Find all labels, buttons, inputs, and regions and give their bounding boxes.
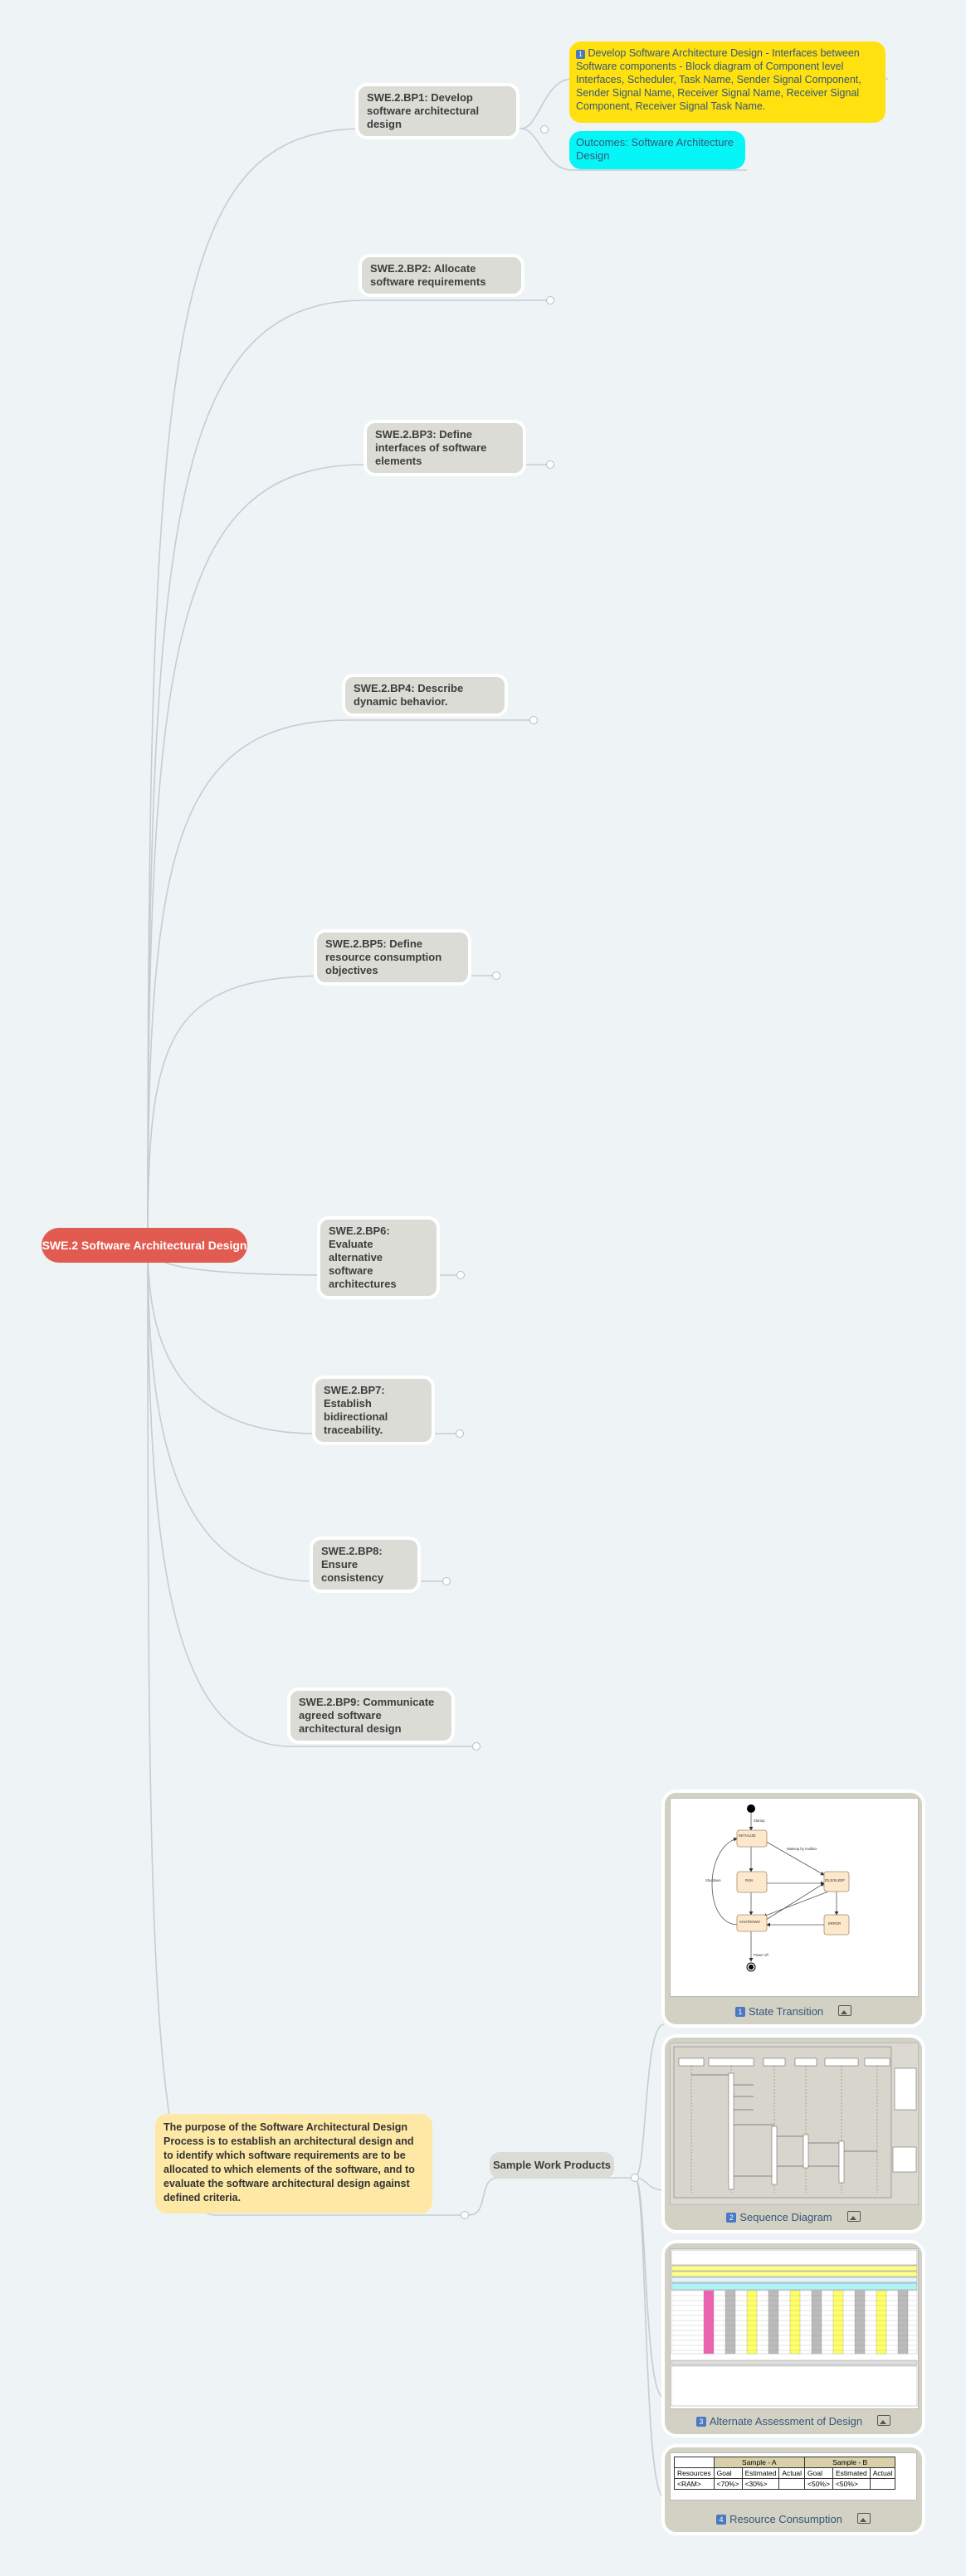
label-wakeup: Wakeup by mailbox (787, 1847, 817, 1851)
practice-bp3[interactable]: SWE.2.BP3: Define interfaces of software… (363, 420, 526, 476)
header-cell: Actual (869, 2467, 896, 2479)
state-idle-sleep: IDLE/SLEEP (825, 1878, 845, 1882)
number-2-icon: 2 (726, 2213, 737, 2223)
header-cell: Goal (713, 2467, 743, 2479)
header-cell: Estimated (741, 2467, 780, 2479)
expand-toggle-bp9[interactable] (472, 1742, 481, 1751)
expand-toggle-bp7[interactable] (456, 1429, 464, 1438)
work-product-resource-consumption[interactable]: Sample - A Sample - B Resources Goal Est… (661, 2444, 925, 2535)
table-cell: <50%> (832, 2478, 871, 2490)
assessment-spreadsheet (670, 2248, 919, 2409)
caption-text: Alternate Assessment of Design (709, 2415, 863, 2427)
resource-consumption-table: Sample - A Sample - B Resources Goal Est… (670, 2452, 917, 2501)
expand-toggle-bp3[interactable] (546, 460, 554, 469)
root-topic[interactable]: SWE.2 Software Architectural Design (41, 1228, 247, 1263)
label-shutdown: Shutdown (705, 1878, 721, 1882)
caption-text: Sequence Diagram (739, 2211, 832, 2223)
header-cell: Estimated (832, 2467, 871, 2479)
image-icon[interactable] (846, 2211, 861, 2222)
number-3-icon: 3 (695, 2417, 706, 2427)
collapse-toggle-bp1[interactable] (540, 125, 549, 134)
image-icon[interactable] (877, 2415, 891, 2426)
collapse-toggle-sample-work-products[interactable] (631, 2174, 639, 2182)
caption-text: Resource Consumption (729, 2513, 842, 2525)
expand-toggle-bp2[interactable] (546, 296, 554, 304)
label-startup: Startup (754, 1819, 765, 1823)
image-icon[interactable] (856, 2513, 871, 2524)
expand-toggle-bp6[interactable] (456, 1271, 465, 1279)
sequence-diagram (670, 2043, 919, 2205)
label-power-off: Power off (754, 1953, 768, 1957)
state-run: RUN (745, 1878, 753, 1882)
header-cell: Actual (778, 2467, 806, 2479)
practice-bp9[interactable]: SWE.2.BP9: Communicate agreed software a… (287, 1687, 455, 1744)
sample-work-products[interactable]: Sample Work Products (490, 2152, 614, 2179)
practice-bp8[interactable]: SWE.2.BP8: Ensure consistency (310, 1536, 421, 1593)
bp1-detail-text: Develop Software Architecture Design - I… (576, 47, 861, 112)
purpose-note[interactable]: The purpose of the Software Architectura… (155, 2114, 432, 2213)
practice-bp4[interactable]: SWE.2.BP4: Describe dynamic behavior. (342, 674, 508, 717)
practice-bp7[interactable]: SWE.2.BP7: Establish bidirectional trace… (312, 1376, 435, 1445)
bp1-detail-note[interactable]: 1 Develop Software Architecture Design -… (569, 41, 886, 123)
state-error: ERROR (828, 1921, 841, 1926)
table-cell (778, 2478, 806, 2490)
practice-bp6[interactable]: SWE.2.BP6: Evaluate alternative software… (317, 1216, 440, 1299)
state-initialize: INITIALIZE (739, 1833, 756, 1838)
table-cell (869, 2478, 896, 2490)
table-cell: <RAM> (674, 2478, 715, 2490)
caption-text: State Transition (748, 2005, 824, 2018)
work-product-state-transition[interactable]: INITIALIZE RUN SHUTDOWN IDLE/SLEEP ERROR… (661, 1790, 925, 2028)
practice-bp1[interactable]: SWE.2.BP1: Develop software architectura… (355, 83, 520, 139)
resource-table: Sample - A Sample - B Resources Goal Est… (674, 2457, 896, 2490)
number-4-icon: 4 (716, 2515, 727, 2525)
state-transition-diagram: INITIALIZE RUN SHUTDOWN IDLE/SLEEP ERROR… (670, 1798, 919, 1997)
header-cell: Resources (674, 2467, 715, 2479)
number-1-icon: 1 (576, 50, 585, 59)
table-cell: <30%> (741, 2478, 780, 2490)
expand-toggle-bp8[interactable] (442, 1577, 451, 1585)
expand-toggle-bp5[interactable] (492, 971, 500, 980)
collapse-toggle-purpose[interactable] (461, 2211, 469, 2219)
table-cell: <50%> (804, 2478, 833, 2490)
expand-toggle-bp4[interactable] (529, 716, 538, 724)
bp1-outcomes-note[interactable]: Outcomes: Software Architecture Design (569, 131, 745, 169)
header-cell: Goal (804, 2467, 833, 2479)
image-icon[interactable] (838, 2005, 852, 2016)
table-cell: <70%> (713, 2478, 743, 2490)
group-sample-a: Sample - A (713, 2457, 806, 2468)
practice-bp5[interactable]: SWE.2.BP5: Define resource consumption o… (314, 929, 471, 986)
practice-bp2[interactable]: SWE.2.BP2: Allocate software requirement… (359, 254, 524, 297)
state-shutdown: SHUTDOWN (739, 1920, 760, 1924)
number-1-icon: 1 (734, 2007, 745, 2017)
group-sample-b: Sample - B (804, 2457, 896, 2468)
